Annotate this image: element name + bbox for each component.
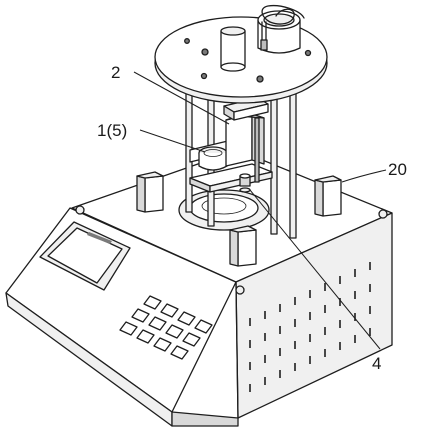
keypad-button <box>143 295 162 310</box>
leader-1-5 <box>139 129 206 153</box>
screw-icon <box>378 209 388 219</box>
central-mechanism <box>189 97 273 193</box>
label-1-5: 1(5) <box>97 121 127 140</box>
keypad-button <box>119 321 138 336</box>
screw-icon <box>235 285 245 295</box>
keypad <box>119 295 213 360</box>
base-corner-edge <box>235 281 239 419</box>
leader-4 <box>249 189 381 350</box>
leader-20 <box>341 169 387 183</box>
coil-holder <box>257 4 305 54</box>
keypad-button <box>136 329 155 344</box>
screw-icon <box>256 75 264 83</box>
label-2: 2 <box>111 63 120 82</box>
leader-lines <box>133 71 387 350</box>
clamp-blocks <box>136 171 342 267</box>
clamp-front <box>229 225 257 267</box>
rod <box>270 81 278 235</box>
screw-icon <box>184 38 190 44</box>
keypad-button <box>160 303 179 318</box>
keypad-button <box>194 319 213 334</box>
rod <box>289 79 297 239</box>
top-plate <box>154 4 328 104</box>
label-20: 20 <box>388 160 407 179</box>
screw-icon <box>200 72 208 80</box>
reservoir-cylinder <box>220 26 246 72</box>
leader-2 <box>133 71 230 125</box>
label-4: 4 <box>372 354 381 373</box>
display-screen <box>47 227 123 284</box>
keypad-button <box>153 337 172 352</box>
keypad-button <box>148 316 167 331</box>
screw-icon <box>201 48 209 56</box>
keypad-button <box>177 311 196 326</box>
screw-icon <box>75 205 85 215</box>
keypad-button <box>182 332 201 347</box>
clamp-left <box>136 171 164 213</box>
lead-screw <box>254 117 260 183</box>
keypad-button <box>170 345 189 360</box>
keypad-button <box>165 324 184 339</box>
main-block <box>225 113 253 167</box>
base-bottom-strip <box>171 411 239 427</box>
sample-platform <box>178 189 270 231</box>
brand-label <box>87 232 112 244</box>
screw-icon <box>304 49 312 57</box>
keypad-button <box>131 308 150 323</box>
platform-center <box>201 197 247 215</box>
control-panel <box>39 221 213 360</box>
clamp-right <box>314 175 342 217</box>
